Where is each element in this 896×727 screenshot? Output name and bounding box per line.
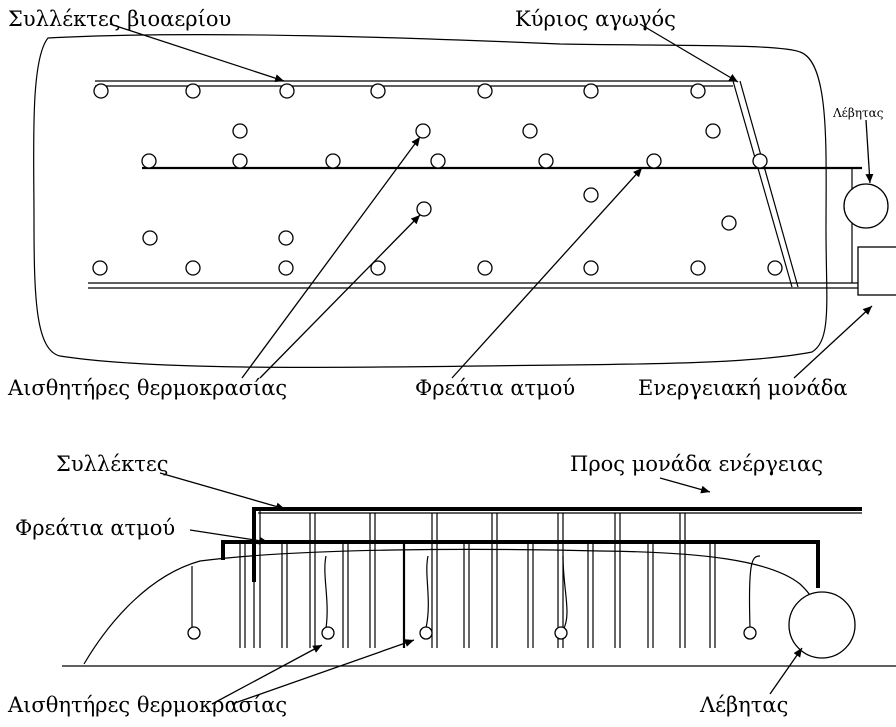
well-marker <box>278 260 294 276</box>
arrow-sensor-bottom-1 <box>211 644 323 705</box>
well-marker <box>93 83 109 99</box>
well-marker <box>477 83 493 99</box>
arrow-boiler-top <box>865 119 874 184</box>
vertical-pipe <box>281 542 288 648</box>
vertical-pipe <box>491 513 498 648</box>
sensor-marker <box>705 123 721 139</box>
vertical-pipe <box>253 509 261 648</box>
label-main-pipe: Κύριος αγωγός <box>515 7 676 31</box>
arrow-collectors <box>159 472 286 511</box>
vertical-pipe <box>342 542 349 648</box>
label-collectors: Συλλέκτες <box>56 452 169 476</box>
boiler-circle-bottom <box>788 591 856 659</box>
well-marker <box>583 83 599 99</box>
bottom-section-view: Συλλέκτες Προς μονάδα ενέργειας Φρεάτια … <box>7 452 896 717</box>
sensor-marker <box>278 230 294 246</box>
well-marker <box>185 260 201 276</box>
vertical-pipe <box>709 542 716 648</box>
well-marker <box>752 153 768 169</box>
sensor-bulb <box>321 626 335 640</box>
well-marker <box>185 83 201 99</box>
sensor-marker <box>721 215 737 231</box>
well-marker <box>477 260 493 276</box>
well-marker <box>370 83 386 99</box>
arrow-steam-wells <box>451 167 643 379</box>
sensor-probes <box>187 555 761 640</box>
well-marker <box>92 260 108 276</box>
steam-wells <box>239 542 716 648</box>
label-boiler-top: Λέβητας <box>832 106 884 120</box>
well-marker <box>232 153 248 169</box>
well-marker <box>430 153 446 169</box>
well-marker <box>767 260 783 276</box>
label-temperature-sensors-top: Αισθητήρες θερμοκρασίας <box>7 376 287 400</box>
vertical-pipe <box>463 542 470 648</box>
sensor-marker <box>142 230 158 246</box>
label-to-energy-unit: Προς μονάδα ενέργειας <box>570 452 823 476</box>
vertical-pipe <box>309 513 316 648</box>
well-marker <box>370 260 386 276</box>
arrow-boiler-bottom <box>769 647 803 695</box>
vertical-pipe <box>369 513 376 648</box>
top-collector-pipe <box>95 80 733 87</box>
well-marker <box>646 153 662 169</box>
landfill-outline <box>33 34 828 369</box>
well-marker <box>325 153 341 169</box>
sensor-bulb <box>554 626 568 640</box>
arrow-sensor-bottom-2 <box>231 639 415 705</box>
sensor-bulb <box>419 626 433 640</box>
sensor-bulb <box>743 626 757 640</box>
wells-group <box>92 83 783 276</box>
well-marker <box>538 153 554 169</box>
sensor-marker <box>583 187 599 203</box>
well-marker <box>690 83 706 99</box>
label-boiler-bottom: Λέβητας <box>699 693 788 717</box>
top-plan-view: Συλλέκτες βιοαερίου Κύριος αγωγός Λέβητα… <box>7 7 896 400</box>
label-steam-wells-top: Φρεάτια ατμού <box>415 376 575 400</box>
arrow-steam-wells-bottom <box>189 529 269 545</box>
vertical-pipe <box>614 513 621 648</box>
vertical-pipe <box>647 542 654 648</box>
well-marker <box>583 260 599 276</box>
energy-unit-box <box>857 246 896 296</box>
steam-header <box>221 540 820 588</box>
label-steam-wells-bottom: Φρεάτια ατμού <box>15 516 175 540</box>
bottom-collector-pipe <box>88 282 860 289</box>
main-pipe <box>732 80 799 288</box>
vertical-pipe <box>431 513 438 648</box>
arrow-energy-unit <box>793 305 873 379</box>
sensor-marker <box>415 123 431 139</box>
boiler-circle <box>843 183 889 229</box>
sensor-bulb <box>187 626 201 640</box>
sensor-marker <box>416 201 432 217</box>
vertical-pipe <box>557 513 564 648</box>
vertical-pipe <box>679 513 686 648</box>
well-marker <box>141 153 157 169</box>
arrow-sensor-2 <box>259 214 421 379</box>
arrow-to-energy-unit <box>659 477 711 494</box>
arrow-sensor-1 <box>241 136 421 379</box>
arrow-biogas-collectors <box>109 23 285 82</box>
mound-outline <box>83 548 818 665</box>
vertical-pipe <box>587 542 594 648</box>
vertical-pipe <box>527 542 534 648</box>
label-energy-unit: Ενεργειακή μονάδα <box>638 376 848 400</box>
well-marker <box>279 83 295 99</box>
label-temperature-sensors-bottom: Αισθητήρες θερμοκρασίας <box>7 693 287 717</box>
arrow-main-pipe <box>639 23 739 83</box>
well-marker <box>690 260 706 276</box>
sensor-marker <box>232 123 248 139</box>
collector-wells <box>253 509 686 648</box>
sensor-marker <box>522 123 538 139</box>
vertical-pipe <box>239 542 246 648</box>
